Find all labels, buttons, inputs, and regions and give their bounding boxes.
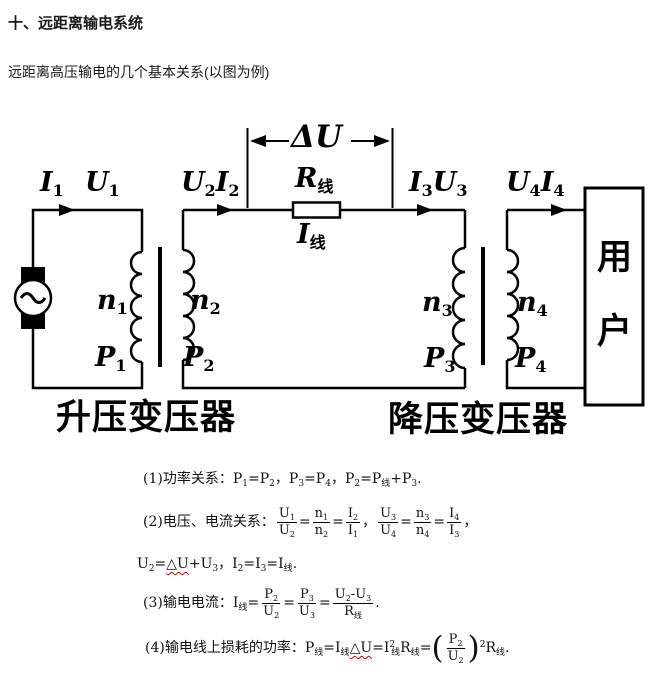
label-n4: n4 — [517, 287, 548, 321]
caption-step-up-transformer: 升压变压器 — [56, 397, 237, 438]
line-resistor — [291, 201, 342, 219]
label-p4: P4 — [515, 343, 547, 377]
delta-u-measure — [246, 128, 394, 208]
coil-n3 — [451, 246, 466, 370]
generator-loop — [31, 208, 144, 390]
label-n3: n3 — [422, 287, 453, 321]
user-box-char-2: 户 — [597, 311, 633, 352]
label-u1: U1 — [85, 167, 120, 201]
delta-u-arrow-left-icon — [250, 135, 266, 147]
label-i3-u3: I3U3 — [409, 167, 468, 201]
coil-n4 — [506, 248, 520, 362]
current-arrow-icons — [59, 204, 567, 216]
transmission-loop — [181, 208, 467, 390]
user-box-char-1: 用 — [597, 237, 633, 278]
label-i1: I1 — [40, 167, 64, 201]
page-subtitle: 远距离高压输电的几个基本关系(以图为例) — [8, 64, 270, 80]
label-u2-i2: U2I2 — [181, 167, 240, 201]
delta-u-arrow-right-icon — [374, 135, 390, 147]
label-n1: n1 — [97, 285, 128, 319]
label-delta-u: ΔU — [291, 119, 343, 155]
label-p1: P1 — [95, 342, 127, 376]
formula-power-relation: (1)功率关系：P1=P2，P3=P4，P2=P线+P3. — [143, 471, 422, 490]
label-p2: P2 — [183, 342, 215, 376]
coil-n2 — [182, 248, 196, 362]
label-p3: P3 — [424, 343, 456, 377]
load-loop — [505, 208, 585, 390]
ac-source-icon — [13, 267, 53, 329]
coil-n1 — [129, 250, 143, 364]
label-n2: n2 — [190, 285, 221, 319]
page-title: 十、远距离输电系统 — [8, 15, 144, 32]
label-u4-i4: U4I4 — [506, 167, 565, 201]
caption-step-down-transformer: 降压变压器 — [388, 399, 569, 440]
formula-voltage-drop: U2=△U+U3，I2=I3=I线. — [137, 556, 298, 575]
sine-icon — [19, 292, 47, 304]
label-i-line: I线 — [297, 219, 326, 253]
user-box — [583, 186, 645, 407]
label-r-line: R线 — [295, 163, 334, 197]
